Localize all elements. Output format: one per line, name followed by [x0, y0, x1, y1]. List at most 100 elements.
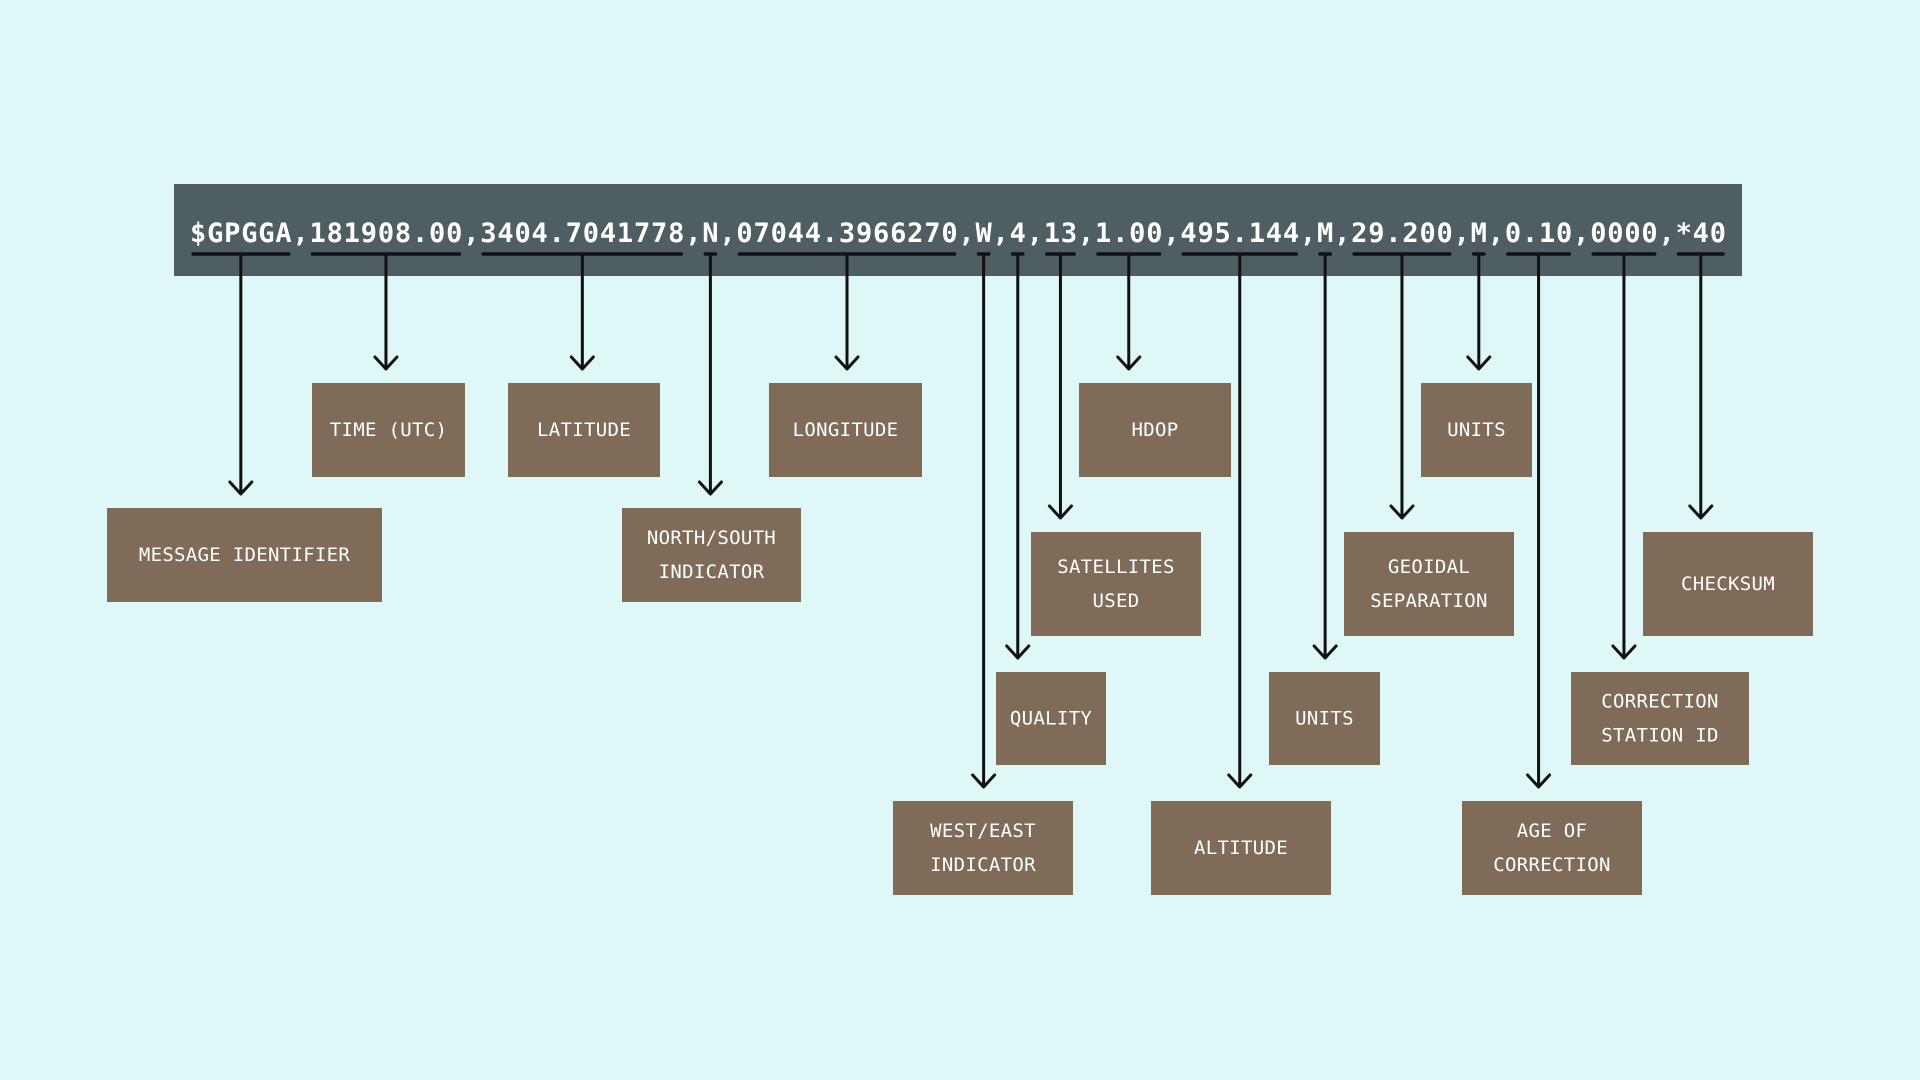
sentence-comma: , — [958, 218, 974, 249]
arrowhead-ns — [697, 480, 723, 496]
sentence-field-age: 0.10 — [1505, 218, 1572, 249]
label-text-msgid-0: MESSAGE IDENTIFIER — [139, 544, 351, 566]
label-box-lon — [769, 383, 922, 477]
label-text-we-0: WEST/EAST — [930, 820, 1036, 842]
sentence-line: $GPGGA,181908.00,3404.7041778,N,07044.39… — [190, 218, 1726, 249]
label-text-altunits-0: UNITS — [1295, 708, 1354, 730]
arrowhead-alt — [1227, 773, 1253, 789]
label-hdop: HDOP — [1079, 383, 1231, 477]
label-box-we — [893, 801, 1073, 895]
label-box-quality — [996, 672, 1106, 765]
sentence-bar — [174, 184, 1742, 276]
arrowhead-geoidunits — [1466, 355, 1492, 371]
label-box-station — [1571, 672, 1749, 765]
sentence-field-checksum: *40 — [1676, 218, 1726, 249]
label-box-altunits — [1269, 672, 1380, 765]
label-text-age-0: AGE OF — [1517, 820, 1587, 842]
label-age: AGE OF CORRECTION — [1462, 801, 1642, 895]
arrowhead-quality — [1005, 644, 1031, 660]
sentence-text: $GPGGA,181908.00,3404.7041778,N,07044.39… — [190, 218, 1726, 249]
label-box-msgid — [107, 508, 382, 602]
label-text-lat-0: LATITUDE — [537, 419, 631, 441]
label-box-time — [312, 383, 465, 477]
label-we: WEST/EAST INDICATOR — [893, 801, 1073, 895]
sentence-field-msgid: $GPGGA — [190, 218, 292, 249]
label-box-geoid — [1344, 532, 1514, 636]
sentence-field-we: W — [975, 218, 992, 249]
label-text-sats-1: USED — [1093, 590, 1140, 612]
sentence-field-quality: 4 — [1010, 218, 1026, 249]
sentence-field-geoid: 29.200 — [1351, 218, 1453, 249]
label-text-hdop-0: HDOP — [1132, 419, 1179, 441]
sentence-comma: , — [993, 218, 1009, 249]
arrowhead-lon — [834, 355, 860, 371]
arrowhead-we — [971, 773, 997, 789]
label-text-lon-0: LONGITUDE — [793, 419, 899, 441]
arrowhead-altunits — [1312, 644, 1338, 660]
label-text-geoid-0: GEOIDAL — [1388, 556, 1470, 578]
sentence-comma: , — [292, 218, 308, 249]
label-box-lat — [508, 383, 660, 477]
sentence-comma: , — [1659, 218, 1675, 249]
sentence-comma: , — [1078, 218, 1094, 249]
sentence-comma: , — [685, 218, 701, 249]
label-text-geoidunits-0: UNITS — [1447, 419, 1506, 441]
label-text-we-1: INDICATOR — [930, 854, 1036, 876]
sentence-field-lat: 3404.7041778 — [480, 218, 684, 249]
sentence-comma: , — [1334, 218, 1350, 249]
label-box-checksum — [1643, 532, 1813, 636]
sentence-comma: , — [463, 218, 479, 249]
sentence-comma: , — [1300, 218, 1316, 249]
label-box-hdop — [1079, 383, 1231, 477]
sentence-comma: , — [1573, 218, 1589, 249]
label-lon: LONGITUDE — [769, 383, 922, 477]
label-text-time-0: TIME (UTC) — [330, 419, 447, 441]
arrowhead-sats — [1047, 504, 1073, 520]
label-text-ns-0: NORTH/SOUTH — [647, 527, 776, 549]
label-time: TIME (UTC) — [312, 383, 465, 477]
label-text-station-0: CORRECTION — [1601, 691, 1718, 713]
sentence-field-ns: N — [702, 218, 718, 249]
arrowhead-station — [1611, 644, 1637, 660]
label-altunits: UNITS — [1269, 672, 1380, 765]
field-labels: MESSAGE IDENTIFIER TIME (UTC) LATITUDE NORT… — [107, 383, 1813, 895]
label-alt: ALTITUDE — [1151, 801, 1331, 895]
label-quality: QUALITY — [996, 672, 1106, 765]
sentence-field-alt: 495.144 — [1180, 218, 1299, 249]
label-text-station-1: STATION ID — [1601, 725, 1718, 747]
label-checksum: CHECKSUM — [1643, 532, 1813, 636]
label-text-sats-0: SATELLITES — [1057, 556, 1174, 578]
label-lat: LATITUDE — [508, 383, 660, 477]
sentence-comma: , — [1027, 218, 1043, 249]
label-geoid: GEOIDAL SEPARATION — [1344, 532, 1514, 636]
label-text-quality-0: QUALITY — [1010, 708, 1092, 730]
label-box-sats — [1031, 532, 1201, 636]
sentence-comma: , — [1488, 218, 1504, 249]
sentence-field-lon: 07044.3966270 — [736, 218, 957, 249]
sentence-field-geoidunits: M — [1471, 218, 1487, 249]
label-station: CORRECTION STATION ID — [1571, 672, 1749, 765]
sentence-field-altunits: M — [1317, 218, 1333, 249]
sentence-comma: , — [719, 218, 735, 249]
label-text-geoid-1: SEPARATION — [1370, 590, 1487, 612]
arrowhead-hdop — [1116, 355, 1142, 371]
label-text-checksum-0: CHECKSUM — [1681, 573, 1775, 595]
sentence-field-sats: 13 — [1044, 218, 1077, 249]
arrowhead-checksum — [1688, 504, 1714, 520]
connector-arrows — [228, 254, 1714, 789]
arrowhead-age — [1526, 773, 1552, 789]
label-text-alt-0: ALTITUDE — [1194, 837, 1288, 859]
arrowhead-time — [373, 355, 399, 371]
label-sats: SATELLITES USED — [1031, 532, 1201, 636]
arrowhead-geoid — [1389, 504, 1415, 520]
arrowhead-lat — [569, 355, 595, 371]
sentence-comma: , — [1163, 218, 1179, 249]
arrowhead-msgid — [228, 480, 254, 496]
label-geoidunits: UNITS — [1421, 383, 1532, 477]
sentence-field-station: 0000 — [1590, 218, 1657, 249]
sentence-field-time: 181908.00 — [310, 218, 463, 249]
label-box-geoidunits — [1421, 383, 1532, 477]
label-text-age-1: CORRECTION — [1493, 854, 1610, 876]
